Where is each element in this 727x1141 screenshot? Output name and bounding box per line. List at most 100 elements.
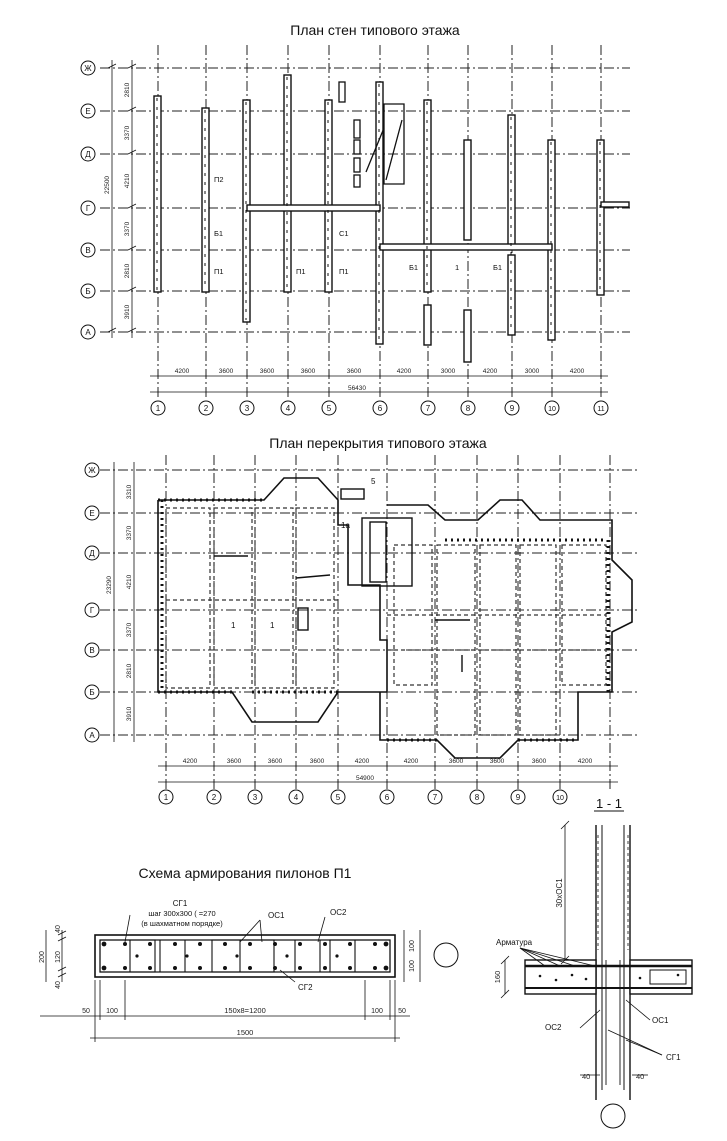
plan1-axis-e-label: Е	[85, 107, 90, 116]
mark-c1: С1	[339, 229, 349, 238]
section-armature-leaders	[519, 947, 596, 967]
section-armature-label: Арматура	[496, 938, 533, 947]
plan1-row-dim-5: 2810	[124, 263, 131, 278]
plan1-axis-g-label: Г	[86, 204, 91, 213]
pylon-oc1-label: ОС1	[268, 911, 285, 920]
plan1-axis-2-label: 2	[204, 404, 209, 413]
slab-outline	[157, 477, 633, 759]
plan1-col-dim-4: 3600	[301, 368, 316, 375]
mark-p2: П2	[214, 175, 224, 184]
section-oc2-label: ОС2	[545, 1023, 562, 1032]
plan1-row-dim-1: 2810	[124, 82, 131, 97]
shaft-1	[353, 119, 361, 139]
plan1-axis-1-label: 1	[156, 404, 161, 413]
pylon-dims-bottom	[40, 980, 410, 1042]
plan1-row-dim-3: 4210	[124, 173, 131, 188]
section-top-dim-label: 30хОС1	[555, 878, 564, 908]
plan1-axis-v-label: В	[85, 246, 90, 255]
plan1-axis-g: Г	[80, 200, 96, 216]
plan1-col-dim-6: 4200	[397, 368, 412, 375]
slab-bay-4	[295, 507, 335, 689]
opening-elev	[340, 488, 365, 500]
slab-rebar-dashes	[165, 507, 607, 736]
section-bottom-dim-1: 40	[582, 1072, 590, 1081]
plan1-row-axes: Ж Е Д Г В Б А	[80, 60, 96, 340]
plan1-axis-3-label: 3	[245, 404, 250, 413]
plan1-axis-zh: Ж	[80, 60, 96, 76]
plan1-axis-b: Б	[80, 283, 96, 299]
pylon-leaders	[124, 914, 326, 983]
walls-plan: П2 Б1 П1 П1 С1 П1 Б1 1 Б1 Ж Е Д Г В Б А	[80, 45, 630, 416]
plan2-axis-g: Г	[84, 602, 100, 618]
plan1-axis-a: А	[80, 324, 96, 340]
pylon-scheme: СГ1 шаг 300х300 ( =270 (в шахматном поря…	[39, 899, 459, 1042]
plan2-axis-10-label: 10	[556, 795, 564, 802]
plan2-row-dim-labels: 3310 3370 4210 3370 2810 3910 23290	[106, 484, 133, 721]
plan2-col-dim-2: 3600	[227, 758, 242, 765]
mark-b1-c: Б1	[493, 263, 502, 272]
pylon-dim-bottom-5: 50	[398, 1008, 406, 1015]
pylon-dim-bottom-2: 100	[106, 1008, 118, 1015]
pylon-bars-mid	[135, 954, 339, 958]
plan2-axis-8-label: 8	[475, 793, 480, 802]
section-top-dim	[560, 820, 570, 965]
slab-bay-1	[165, 507, 211, 689]
plan2-axis-4: 4	[288, 789, 304, 805]
plan2-axis-e: Е	[84, 505, 100, 521]
pylon-dims-left	[45, 930, 67, 982]
walls-plan-title: План стен типового этажа	[290, 22, 460, 38]
plan2-col-dim-5: 4200	[355, 758, 370, 765]
plan2-axis-5-label: 5	[336, 793, 341, 802]
plan1-axis-10-label: 10	[548, 406, 556, 413]
plan1-axis-10: 10	[544, 400, 560, 416]
plan2-axis-v: В	[84, 642, 100, 658]
pylon-dim-total: 1500	[237, 1028, 254, 1037]
slab-bay-5	[393, 544, 433, 686]
plan1-row-dim-labels: 2810 3370 4210 3370 2810 3910 22500	[104, 82, 131, 319]
wall-9-low	[507, 254, 516, 336]
plan2-col-dim-total: 54900	[356, 775, 374, 782]
plan1-row-dim-2: 3370	[124, 125, 131, 140]
wall-11	[596, 139, 605, 296]
plan2-row-dims	[113, 462, 135, 742]
pylon-axis-bubble	[433, 942, 459, 968]
shaft-3	[353, 157, 361, 173]
plan2-col-dim-4: 3600	[310, 758, 325, 765]
plan2-axis-d-label: Д	[89, 549, 95, 558]
plan1-axis-zh-label: Ж	[84, 64, 92, 73]
plan2-row-axes: Ж Е Д Г В Б А	[84, 462, 100, 743]
wall-10	[547, 139, 556, 341]
plan2-row-dim-2: 3370	[126, 525, 133, 540]
section-slab-dim-label: 160	[493, 971, 502, 984]
plan1-axis-v: В	[80, 242, 96, 258]
plan1-axis-b-label: Б	[85, 287, 90, 296]
plan1-axis-7-label: 7	[426, 404, 431, 413]
pylon-dim-left-2: 120	[55, 951, 62, 963]
plan2-axis-b-label: Б	[89, 688, 94, 697]
plan2-row-dim-3: 4210	[126, 574, 133, 589]
slab-bay-8	[519, 544, 557, 736]
pylon-scheme-title: Схема армирования пилонов П1	[139, 865, 352, 881]
slab-mark-1-b: 1	[270, 621, 275, 630]
plan1-col-dim-5: 3600	[347, 368, 362, 375]
plan2-axis-7-label: 7	[433, 793, 438, 802]
pylon-dim-left-3: 40	[55, 981, 62, 989]
plan1-axis-e: Е	[80, 103, 96, 119]
pylon-dims-right	[403, 930, 421, 982]
section-axis-bubble	[600, 1103, 626, 1129]
plan2-axis-2-label: 2	[212, 793, 217, 802]
plan1-axis-6-label: 6	[378, 404, 383, 413]
plan2-col-dim-1: 4200	[183, 758, 198, 765]
plan2-axis-7: 7	[427, 789, 443, 805]
plan2-col-dim-7: 3600	[449, 758, 464, 765]
plan1-col-dim-3: 3600	[260, 368, 275, 375]
section-slab-hatch	[538, 973, 680, 982]
plan2-col-dim-labels: 4200 3600 3600 3600 4200 4200 3600 3600 …	[183, 758, 593, 782]
plan2-axis-9: 9	[510, 789, 526, 805]
wall-cross-g	[246, 204, 381, 212]
stair-block	[338, 81, 405, 188]
pylon-dim-right-1: 100	[409, 940, 416, 952]
plan1-axis-11-label: 11	[597, 406, 604, 413]
plan2-col-axes: 1 2 3 4 5 6 7 8 9 10	[158, 789, 568, 805]
